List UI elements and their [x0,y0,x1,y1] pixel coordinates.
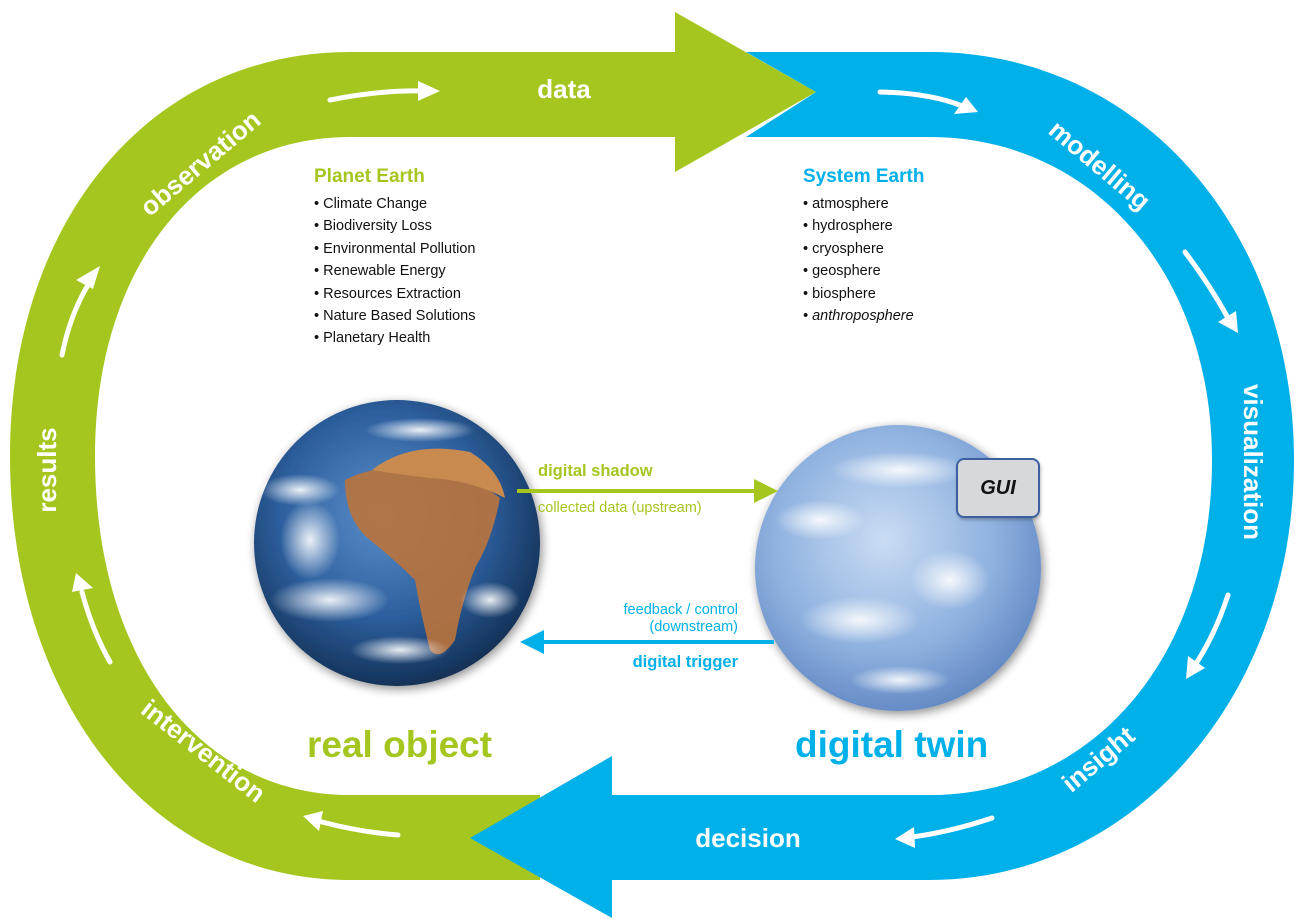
gui-label: GUI [980,476,1016,499]
list-item: Environmental Pollution [314,238,544,260]
system-earth-title: System Earth [803,166,925,187]
digital-shadow-label: digital shadow [538,462,653,480]
list-item: Nature Based Solutions [314,305,544,327]
digital-twin-label: digital twin [795,724,989,765]
planet-earth-items: Climate Change Biodiversity Loss Environ… [314,193,544,350]
planet-earth-title: Planet Earth [314,166,425,187]
visualization-label: visualization [1238,384,1268,540]
real-object-label: real object [307,724,493,765]
digital-trigger-arrowhead [520,630,544,654]
gui-box: GUI [956,458,1040,518]
list-item: atmosphere [803,193,1003,215]
real-earth-globe [254,400,540,686]
digital-trigger-label: digital trigger [632,653,738,671]
system-earth-items: atmosphere hydrosphere cryosphere geosph… [803,193,1003,327]
list-item: Renewable Energy [314,260,544,282]
list-item: hydrosphere [803,215,1003,237]
planet-earth-list: Planet Earth Climate Change Biodiversity… [314,166,544,350]
results-label: results [32,427,62,512]
downstream-label: (downstream) [649,619,738,635]
blue-cycle-band [470,52,1294,918]
list-item: Biodiversity Loss [314,215,544,237]
decision-label: decision [695,823,800,853]
band-arrowheads [72,81,1238,848]
list-item: Resources Extraction [314,283,544,305]
feedback-control-label: feedback / control [623,602,738,618]
list-item: biosphere [803,283,1003,305]
list-item: geosphere [803,260,1003,282]
digital-shadow-arrowhead [754,479,778,503]
list-item: anthroposphere [803,305,1003,327]
green-cycle-band [10,12,816,880]
collected-data-label: collected data (upstream) [538,500,702,516]
system-earth-list: System Earth atmosphere hydrosphere cryo… [803,166,1003,327]
list-item: Planetary Health [314,327,544,349]
data-label: data [537,74,591,104]
band-arrows [59,88,1231,840]
list-item: cryosphere [803,238,1003,260]
list-item: Climate Change [314,193,544,215]
